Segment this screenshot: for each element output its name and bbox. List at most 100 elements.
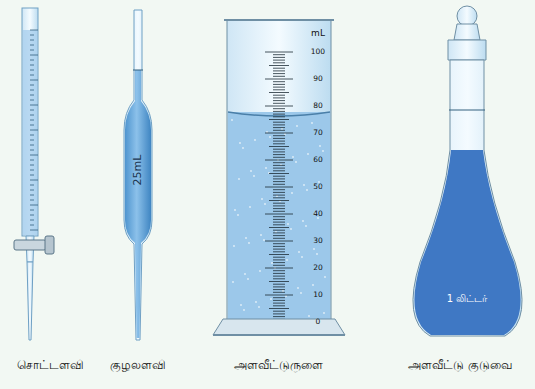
bubble bbox=[269, 136, 271, 138]
graduation bbox=[273, 216, 285, 217]
graduation bbox=[273, 89, 285, 90]
graduation bbox=[269, 254, 289, 255]
bubble bbox=[319, 145, 321, 147]
bubble bbox=[316, 253, 318, 255]
graduation bbox=[30, 180, 38, 181]
graduation bbox=[273, 135, 285, 136]
bubble bbox=[255, 301, 257, 303]
graduation bbox=[30, 195, 34, 196]
bubble bbox=[253, 175, 255, 177]
graduation bbox=[273, 165, 285, 166]
graduation bbox=[273, 143, 285, 144]
graduation bbox=[30, 205, 38, 206]
graduation bbox=[30, 165, 34, 166]
caption-label: சொட்டளவி bbox=[17, 359, 84, 372]
graduation bbox=[269, 227, 289, 228]
bubble bbox=[312, 284, 314, 286]
graduation bbox=[273, 265, 285, 266]
bubble bbox=[260, 234, 262, 236]
graduation bbox=[273, 305, 285, 306]
bubble bbox=[270, 298, 272, 300]
graduation bbox=[265, 268, 293, 269]
bubble bbox=[311, 122, 313, 124]
bubble bbox=[302, 220, 304, 222]
graduation bbox=[273, 246, 285, 247]
volume-label: 1 லிட்டர் bbox=[447, 293, 488, 304]
graduation bbox=[273, 70, 285, 71]
bubble bbox=[295, 161, 297, 163]
bubble bbox=[322, 150, 324, 152]
graduation bbox=[273, 276, 285, 277]
graduation bbox=[30, 55, 38, 56]
graduation bbox=[30, 50, 34, 51]
graduation bbox=[273, 189, 285, 190]
bubble bbox=[271, 262, 273, 264]
scale-number: 100 bbox=[311, 48, 325, 56]
graduation bbox=[273, 97, 285, 98]
graduation bbox=[30, 225, 34, 226]
graduation bbox=[30, 85, 34, 86]
graduation bbox=[30, 60, 34, 61]
bubble bbox=[298, 251, 300, 253]
graduation bbox=[273, 184, 285, 185]
graduation bbox=[273, 297, 285, 298]
graduation bbox=[273, 203, 285, 204]
graduation bbox=[273, 76, 285, 77]
scale-number: 70 bbox=[313, 129, 323, 137]
graduation bbox=[273, 151, 285, 152]
graduation bbox=[30, 215, 34, 216]
graduation bbox=[273, 73, 285, 74]
graduation bbox=[30, 75, 34, 76]
graduation bbox=[273, 108, 285, 109]
graduation bbox=[30, 155, 38, 156]
bubble bbox=[247, 278, 249, 280]
pipette bbox=[124, 10, 152, 340]
scale-number: 10 bbox=[313, 291, 323, 299]
bubble bbox=[234, 209, 236, 211]
graduation bbox=[265, 241, 293, 242]
burette bbox=[14, 8, 54, 340]
graduation bbox=[273, 292, 285, 293]
graduation bbox=[273, 111, 285, 112]
graduation bbox=[273, 243, 285, 244]
bubble bbox=[324, 276, 326, 278]
bubble bbox=[249, 206, 251, 208]
graduation bbox=[30, 115, 34, 116]
graduation bbox=[273, 95, 285, 96]
scale-number: 50 bbox=[313, 183, 323, 191]
bubble bbox=[233, 245, 235, 247]
graduation bbox=[273, 211, 285, 212]
graduation bbox=[273, 54, 285, 55]
graduation bbox=[273, 162, 285, 163]
graduation bbox=[273, 87, 285, 88]
graduation bbox=[273, 289, 285, 290]
bubble bbox=[244, 273, 246, 275]
graduation bbox=[30, 90, 34, 91]
graduation bbox=[273, 303, 285, 304]
volume-label: 25mL bbox=[132, 155, 144, 186]
graduation bbox=[273, 257, 285, 258]
graduation bbox=[273, 270, 285, 271]
graduation bbox=[273, 238, 285, 239]
graduation bbox=[273, 224, 285, 225]
graduation bbox=[273, 154, 285, 155]
bubble bbox=[263, 239, 265, 241]
graduation bbox=[269, 308, 289, 309]
bubble bbox=[237, 214, 239, 216]
graduation bbox=[273, 219, 285, 220]
caption-label: குழலளவி bbox=[110, 359, 166, 372]
bubble bbox=[239, 142, 241, 144]
graduation bbox=[273, 168, 285, 169]
graduation bbox=[269, 92, 289, 93]
bubble bbox=[261, 198, 263, 200]
bubble bbox=[245, 237, 247, 239]
graduation bbox=[273, 313, 285, 314]
graduation bbox=[30, 145, 34, 146]
graduation bbox=[273, 251, 285, 252]
graduation bbox=[265, 160, 293, 161]
graduation bbox=[273, 259, 285, 260]
bubble bbox=[231, 119, 233, 121]
graduation bbox=[30, 70, 34, 71]
graduation bbox=[265, 106, 293, 107]
graduation bbox=[273, 81, 285, 82]
